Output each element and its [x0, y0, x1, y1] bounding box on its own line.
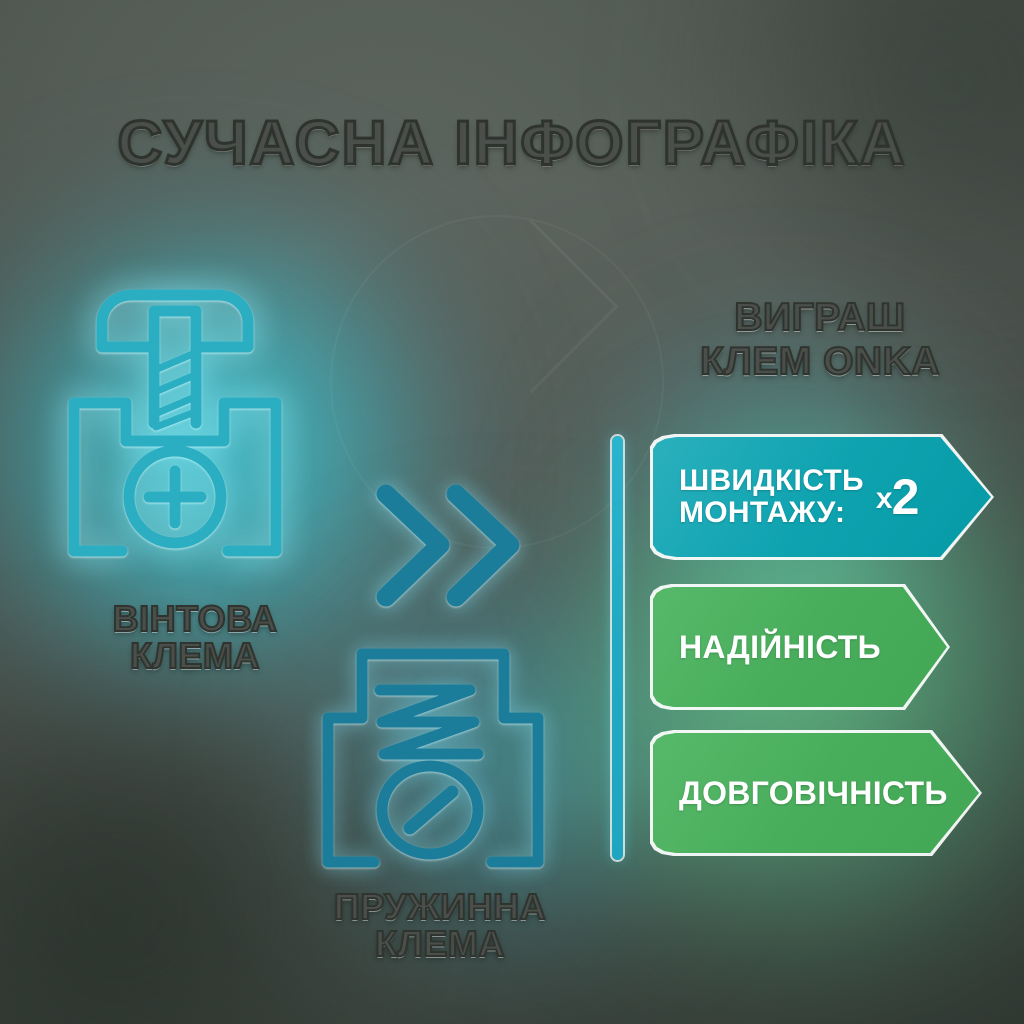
page-title: СУЧАСНА ІНФОГРАФІКА: [116, 109, 907, 178]
vertical-accent-bar: [612, 436, 623, 860]
double-chevron-right-icon: [368, 478, 528, 613]
multiplier-symbol: x: [875, 482, 893, 515]
benefit-badge-speed-label: ШВИДКІСТЬ МОНТАЖУ:: [679, 463, 864, 529]
spring-terminal-label: ПРУЖИННА КЛЕМА: [333, 886, 547, 965]
benefit-badge-speed-value: x2: [876, 468, 919, 526]
benefit-badge-reliability[interactable]: НАДІЙНІСТЬ: [653, 587, 947, 707]
benefit-badge-speed[interactable]: ШВИДКІСТЬ МОНТАЖУ: x2: [653, 437, 991, 557]
screw-terminal-label: ВІНТОВА КЛЕМА: [112, 598, 278, 677]
benefit-badge-durability[interactable]: ДОВГОВІЧНІСТЬ: [653, 733, 979, 853]
benefits-heading: ВИГРАШ КЛЕМ ONKA: [699, 295, 940, 384]
benefit-badge-durability-label: ДОВГОВІЧНІСТЬ: [679, 774, 948, 811]
benefit-badge-reliability-label: НАДІЙНІСТЬ: [679, 628, 881, 665]
screw-terminal-icon: [60, 275, 290, 575]
multiplier-number: 2: [891, 469, 920, 525]
spring-terminal-icon: [318, 640, 548, 870]
